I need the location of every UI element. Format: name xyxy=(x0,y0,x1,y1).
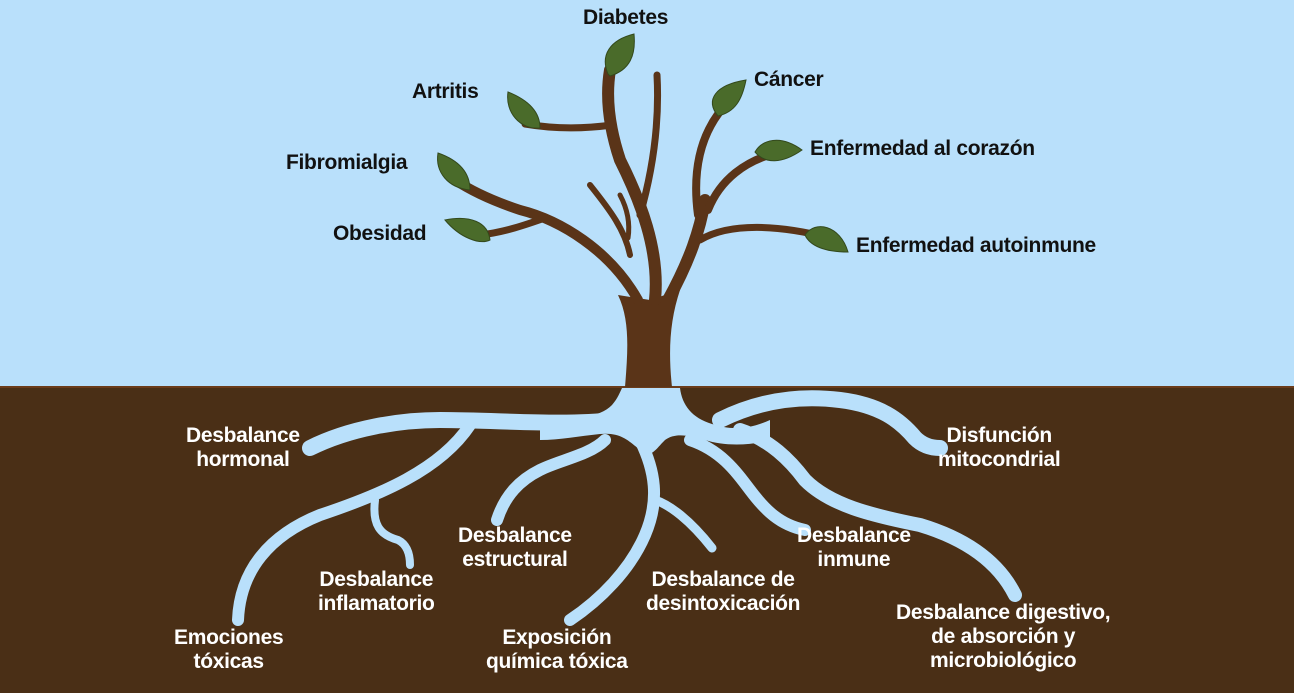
leaf-label-obesidad: Obesidad xyxy=(333,222,427,245)
root-label-line: química tóxica xyxy=(486,650,628,673)
branch-fibromialgia xyxy=(450,175,643,305)
leaf-icon xyxy=(712,79,747,117)
root-label-emociones: Emociones tóxicas xyxy=(174,626,284,674)
leaf-label-artritis: Artritis xyxy=(412,80,479,103)
branch-inner-3 xyxy=(617,192,632,241)
root-label-line: de absorción y xyxy=(931,625,1076,648)
root-label-line: Desbalance de xyxy=(651,568,795,591)
tree-trunk-group xyxy=(450,64,834,387)
leaf-label-fibromialgia: Fibromialgia xyxy=(286,151,408,174)
root-emociones xyxy=(232,419,476,626)
leaf-label-autoinmune: Enfermedad autoinmune xyxy=(856,234,1096,257)
root-label-line: microbiológico xyxy=(929,649,1077,672)
root-label-line: hormonal xyxy=(196,448,290,471)
root-label-mitocondrial: Disfunción mitocondrial xyxy=(938,424,1061,472)
root-label-line: Desbalance xyxy=(319,568,434,591)
root-quimica xyxy=(564,434,660,626)
leaf-icon xyxy=(804,226,849,253)
leaf-label-corazon: Enfermedad al corazón xyxy=(810,137,1035,160)
root-label-line: Desbalance digestivo, xyxy=(896,601,1111,624)
branch-diabetes xyxy=(602,64,662,306)
root-label-line: estructural xyxy=(462,548,568,571)
leaves-group xyxy=(437,33,849,253)
root-label-line: mitocondrial xyxy=(938,448,1061,471)
root-label-line: Emociones xyxy=(174,626,284,649)
root-label-estructural: Desbalance estructural xyxy=(458,524,572,572)
branch-inner-2 xyxy=(587,182,633,258)
root-label-hormonal: Desbalance hormonal xyxy=(186,424,300,472)
leaf-icon xyxy=(507,91,541,129)
root-label-line: tóxicas xyxy=(193,650,265,673)
root-label-inmune: Desbalance inmune xyxy=(797,524,911,572)
roots-group xyxy=(232,388,1022,626)
root-label-line: Disfunción xyxy=(946,424,1052,447)
trunk xyxy=(618,290,680,387)
root-mitocondrial xyxy=(712,390,948,456)
root-label-inflamatorio: Desbalance inflamatorio xyxy=(318,568,435,616)
branch-right-main xyxy=(662,194,711,306)
root-label-line: Desbalance xyxy=(458,524,572,547)
root-desintoxicacion xyxy=(650,495,717,553)
root-crown xyxy=(540,388,770,455)
leaf-icon xyxy=(444,217,491,243)
leaf-icon xyxy=(604,33,635,77)
leaf-label-diabetes: Diabetes xyxy=(583,6,669,29)
branch-inner-1 xyxy=(636,71,661,219)
root-digestivo xyxy=(733,423,1022,602)
root-estructural xyxy=(491,434,611,526)
leaf-icon xyxy=(437,152,471,191)
root-hormonal xyxy=(302,411,623,456)
root-label-digestivo: Desbalance digestivo, de absorción y mic… xyxy=(896,601,1111,673)
leaf-icon xyxy=(754,139,803,162)
root-label-line: inflamatorio xyxy=(318,592,435,615)
leaf-label-cancer: Cáncer xyxy=(754,68,824,91)
root-inmune xyxy=(684,434,811,536)
root-label-line: Desbalance xyxy=(186,424,300,447)
root-label-line: Exposición xyxy=(502,626,612,649)
root-label-line: desintoxicación xyxy=(646,592,801,615)
root-label-line: inmune xyxy=(817,548,891,571)
root-label-quimica: Exposición química tóxica xyxy=(486,626,628,674)
root-label-desintoxicacion: Desbalance de desintoxicación xyxy=(646,568,801,616)
root-inflamatorio xyxy=(370,496,414,569)
root-label-line: Desbalance xyxy=(797,524,911,547)
